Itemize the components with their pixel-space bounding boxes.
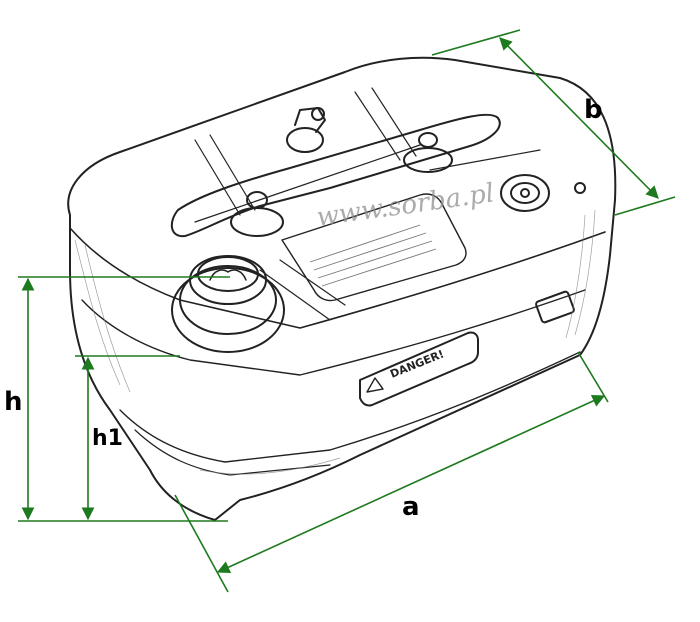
- dimension-label-a: a: [402, 492, 420, 522]
- tank-upper-seam: [81, 289, 586, 376]
- carry-handle: [170, 113, 501, 238]
- fuel-tank-sketch: [67, 56, 617, 521]
- sketch-shading: [74, 209, 596, 475]
- dimension-label-b: b: [584, 95, 603, 125]
- tank-top-front-edge: [69, 227, 606, 329]
- dimension-b-extension-bottom: [614, 196, 676, 216]
- dimension-b-line: [499, 37, 659, 199]
- dimension-a-extension-left: [174, 494, 229, 593]
- filler-cap-ring: [179, 265, 277, 335]
- fuel-gauge-outer: [500, 174, 550, 212]
- small-screw: [574, 182, 586, 194]
- top-rib-cross-3: [279, 259, 346, 306]
- vent-screw-base: [286, 127, 324, 153]
- top-rib-right-2: [371, 87, 417, 157]
- dimension-a-extension-right: [577, 351, 609, 403]
- fuel-gauge-center: [520, 188, 530, 198]
- carry-handle-inner: [194, 144, 421, 223]
- top-rib-right: [354, 91, 401, 161]
- dimension-b-extension-top: [431, 29, 521, 56]
- instruction-plate-text: [309, 224, 437, 287]
- tank-lower-seam: [119, 351, 581, 463]
- handle-mount-right-cap: [418, 132, 438, 148]
- handle-mount-right: [403, 147, 453, 173]
- filler-cap-face: [197, 256, 259, 292]
- dimension-a-line: [216, 394, 606, 574]
- side-vent: [535, 290, 575, 324]
- fuel-gauge-inner: [510, 182, 540, 204]
- top-rib-left-2: [209, 134, 256, 211]
- dimension-label-h: h: [4, 387, 23, 417]
- top-rib-cross-2: [259, 269, 331, 321]
- filler-cap-grip: [209, 269, 247, 281]
- danger-plate-triangle-icon: [366, 377, 384, 393]
- filler-cap-base: [171, 267, 285, 353]
- filler-cap-top: [189, 255, 267, 305]
- tank-lower-seam-2: [134, 429, 331, 476]
- tank-body-outline: [67, 56, 617, 521]
- handle-mount-left: [230, 207, 284, 237]
- top-rib-left: [194, 139, 241, 216]
- instruction-plate: [281, 193, 467, 302]
- handle-mount-left-cap: [246, 191, 268, 209]
- vent-screw-head: [311, 107, 325, 121]
- dimension-label-h1: h1: [92, 426, 123, 451]
- dimension-lines: [18, 29, 676, 593]
- watermark: www.sorba.pl: [315, 178, 496, 233]
